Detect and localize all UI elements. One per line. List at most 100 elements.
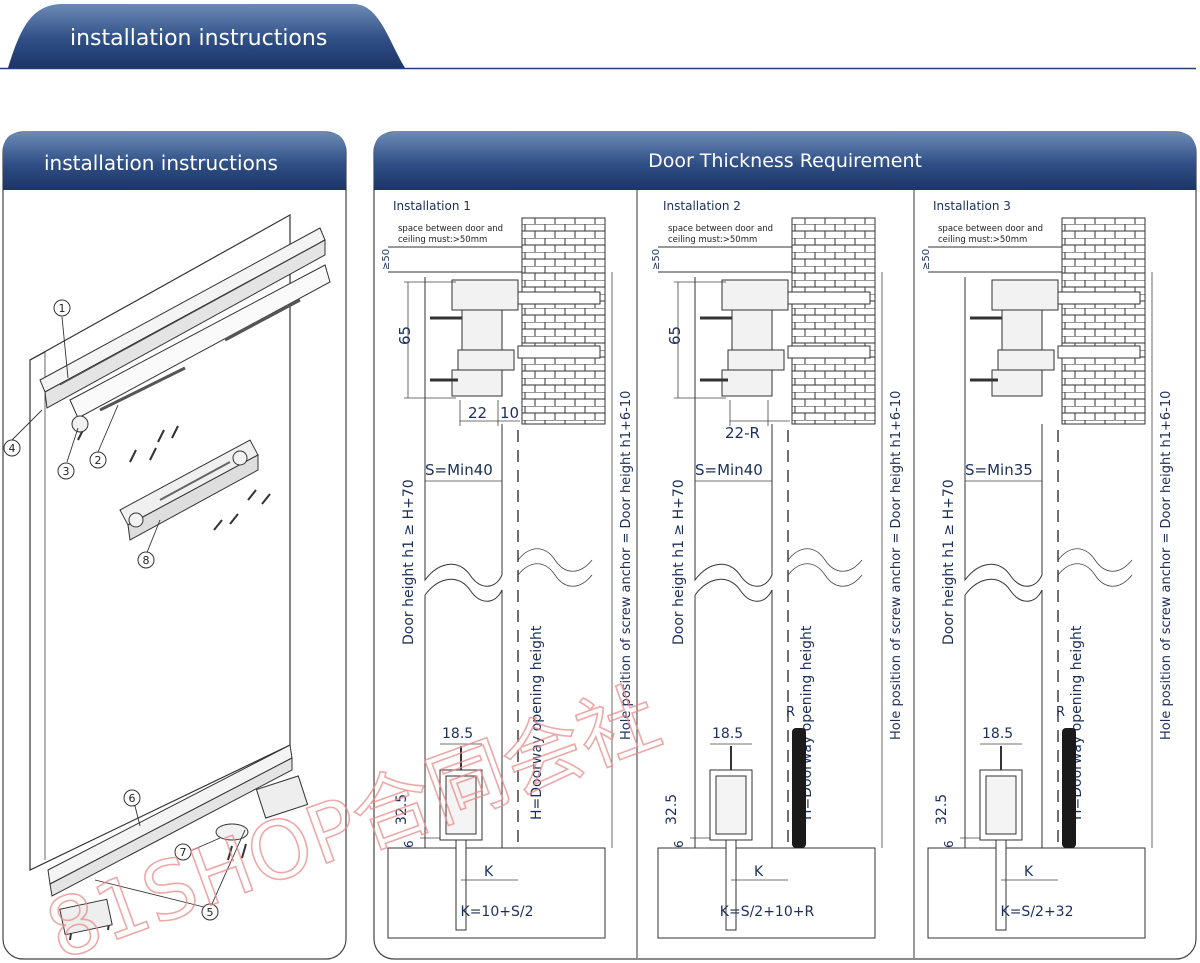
dim-6: 6 — [672, 840, 686, 848]
dim-18-5: 18.5 — [982, 726, 1013, 742]
door-outline — [694, 277, 773, 587]
seal-strip — [1062, 728, 1076, 848]
dim-22: 22 — [468, 404, 487, 422]
guide-pin — [995, 839, 1007, 931]
door-fitting — [721, 369, 773, 397]
callout-5: 5 — [201, 903, 219, 921]
wall-anchor — [787, 345, 871, 359]
r-label: R — [786, 705, 795, 720]
dim-32-5: 32.5 — [934, 794, 950, 825]
k-formula: K=S/2+10+R — [720, 904, 815, 920]
hole-position-label: Hole position of screw anchor = Door hei… — [1159, 391, 1174, 740]
top-banner: installation instructions — [0, 4, 1196, 70]
svg-text:7: 7 — [180, 846, 187, 859]
dim-65: 65 — [666, 326, 684, 345]
dim-18-5: 18.5 — [442, 726, 473, 742]
callout-1: 1 — [53, 299, 71, 317]
k-label: K — [754, 864, 764, 880]
door-outline — [964, 277, 1043, 587]
opening-height-label: H=Doorway opening height — [529, 625, 545, 820]
k-formula: K=S/2+32 — [1001, 904, 1074, 920]
callouts: 1 2 3 4 5 6 7 8 — [3, 299, 219, 921]
inner-track — [69, 264, 331, 419]
wall-anchor — [1057, 291, 1141, 305]
callout-3: 3 — [57, 462, 75, 480]
door-outline — [424, 277, 503, 587]
seal-strip — [792, 728, 806, 848]
guide-pin — [455, 839, 467, 931]
clearance-dim: ≥50 — [921, 249, 932, 270]
hole-position-label: Hole position of screw anchor = Door hei… — [889, 391, 904, 740]
svg-text:6: 6 — [129, 792, 136, 805]
dim-32-5: 32.5 — [664, 794, 680, 825]
svg-text:3: 3 — [63, 465, 70, 478]
door-height-label: Door height h1 ≥ H+70 — [941, 479, 957, 645]
k-label: K — [1024, 864, 1034, 880]
door-height-label: Door height h1 ≥ H+70 — [671, 479, 687, 645]
svg-text:5: 5 — [207, 906, 214, 919]
k-formula: K=10+S/2 — [461, 904, 534, 920]
left-panel-title: installation instructions — [44, 151, 278, 175]
callout-6: 6 — [123, 789, 141, 807]
wall-anchor — [1057, 345, 1141, 359]
floor — [927, 847, 1146, 939]
dim-22-r: 22-R — [725, 424, 760, 442]
banner-title: installation instructions — [70, 26, 327, 51]
brick-wall — [521, 217, 606, 425]
end-stop-block — [59, 898, 113, 936]
installation-label: Installation 1 — [393, 199, 471, 213]
space-note: space between door and — [938, 224, 1043, 234]
installation-1-diagram: Installation 1 space between door andceil… — [381, 199, 634, 939]
wall-anchor — [517, 291, 601, 305]
track-profile — [991, 279, 1059, 311]
space-note: ceiling must:>50mm — [398, 235, 487, 245]
floor-guide-pin — [215, 823, 249, 841]
thickness-spec: S=Min40 — [695, 461, 763, 479]
damper-rod — [99, 366, 186, 412]
thickness-spec: S=Min40 — [425, 461, 493, 479]
track-profile — [451, 279, 519, 311]
dim-6: 6 — [402, 840, 416, 848]
door-fitting — [991, 369, 1043, 397]
track-profile — [721, 279, 789, 311]
space-note: ceiling must:>50mm — [938, 235, 1027, 245]
space-note: space between door and — [398, 224, 503, 234]
svg-text:2: 2 — [95, 454, 102, 467]
installation-3-diagram: Installation 3 space between door andceil… — [921, 199, 1174, 939]
svg-text:1: 1 — [59, 302, 66, 315]
dim-32-5: 32.5 — [394, 794, 410, 825]
installation-label: Installation 3 — [933, 199, 1011, 213]
roller-carriage — [119, 439, 259, 541]
door-fitting — [451, 369, 503, 397]
thickness-spec: S=Min35 — [965, 461, 1033, 479]
svg-text:4: 4 — [9, 442, 16, 455]
installation-label: Installation 2 — [663, 199, 741, 213]
brick-wall — [791, 217, 876, 425]
floor — [657, 847, 876, 939]
guide-pin — [725, 839, 737, 931]
floor — [387, 847, 606, 939]
callout-4: 4 — [3, 439, 21, 457]
door-height-label: Door height h1 ≥ H+70 — [401, 479, 417, 645]
dim-6: 6 — [942, 840, 956, 848]
hole-position-label: Hole position of screw anchor = Door hei… — [619, 391, 634, 740]
wall-anchor — [517, 345, 601, 359]
r-label: R — [1056, 705, 1065, 720]
k-label: K — [484, 864, 494, 880]
floor-guide-block — [255, 775, 309, 819]
clearance-dim: ≥50 — [651, 249, 662, 270]
space-note: ceiling must:>50mm — [668, 235, 757, 245]
callout-7: 7 — [174, 843, 192, 861]
right-panel-title: Door Thickness Requirement — [648, 150, 922, 172]
callout-8: 8 — [137, 551, 155, 569]
svg-text:8: 8 — [143, 554, 150, 567]
space-note: space between door and — [668, 224, 773, 234]
callout-2: 2 — [89, 451, 107, 469]
top-rail — [39, 227, 326, 409]
dim-18-5: 18.5 — [712, 726, 743, 742]
clearance-dim: ≥50 — [381, 249, 392, 270]
brick-wall — [1061, 217, 1146, 425]
left-panel: installation instructions — [2, 131, 347, 960]
installation-2-diagram: Installation 2 space between door andceil… — [651, 199, 904, 939]
